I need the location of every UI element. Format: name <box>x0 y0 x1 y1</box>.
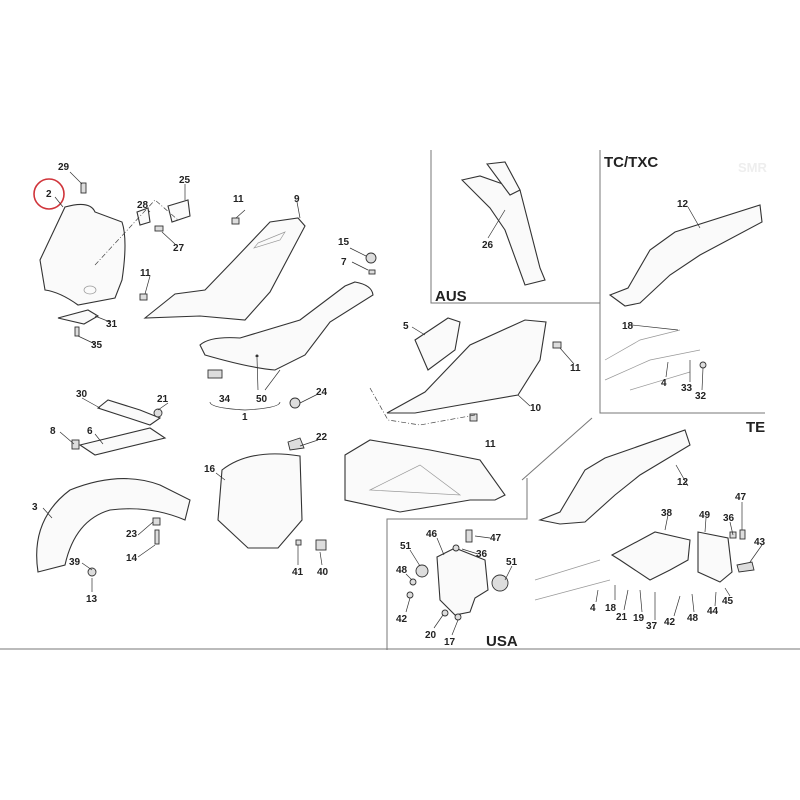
part-label[interactable]: 23 <box>126 529 138 540</box>
part-label[interactable]: 5 <box>403 321 409 332</box>
part-label[interactable]: 38 <box>661 508 673 519</box>
part-label[interactable]: 51 <box>400 541 412 552</box>
part-label[interactable]: 16 <box>204 464 216 475</box>
watermark: SMR <box>738 160 768 175</box>
part-label[interactable]: 15 <box>338 237 350 248</box>
part-label[interactable]: 18 <box>605 603 617 614</box>
highlight-circle <box>33 178 65 210</box>
part-label[interactable]: 48 <box>687 613 699 624</box>
part-label[interactable]: 7 <box>341 257 347 268</box>
part-label[interactable]: 11 <box>140 268 151 279</box>
part-label[interactable]: 49 <box>699 510 711 521</box>
part-label[interactable]: 8 <box>50 426 56 437</box>
section-label-usa: USA <box>486 633 518 650</box>
part-label[interactable]: 47 <box>490 533 502 544</box>
part-label[interactable]: 2 <box>46 189 52 200</box>
part-label[interactable]: 12 <box>677 477 689 488</box>
part-label[interactable]: 28 <box>137 200 149 211</box>
part-label[interactable]: 42 <box>396 614 408 625</box>
part-label[interactable]: 27 <box>173 243 185 254</box>
part-label[interactable]: 12 <box>677 199 689 210</box>
part-label[interactable]: 33 <box>681 383 693 394</box>
part-label[interactable]: 11 <box>570 363 581 374</box>
part-label[interactable]: 51 <box>506 557 518 568</box>
part-label[interactable]: 21 <box>157 394 169 405</box>
part-label[interactable]: 34 <box>219 394 231 405</box>
section-label-aus: AUS <box>435 288 467 305</box>
part-label[interactable]: 9 <box>294 194 300 205</box>
leader-lines <box>42 171 763 636</box>
part-label[interactable]: 35 <box>91 340 103 351</box>
part-label[interactable]: 46 <box>426 529 438 540</box>
part-label[interactable]: 43 <box>754 537 766 548</box>
part-label[interactable]: 14 <box>126 553 138 564</box>
part-label[interactable]: 11 <box>485 439 496 450</box>
part-label[interactable]: 18 <box>622 321 634 332</box>
part-label[interactable]: 4 <box>590 603 596 614</box>
part-label[interactable]: 39 <box>69 557 81 568</box>
part-label[interactable]: 42 <box>664 617 676 628</box>
part-label[interactable]: 47 <box>735 492 747 503</box>
part-label[interactable]: 44 <box>707 606 719 617</box>
part-label[interactable]: 50 <box>256 394 268 405</box>
part-label[interactable]: 24 <box>316 387 328 398</box>
number-plate-part[interactable] <box>33 178 126 306</box>
usa-plate-holder-part[interactable] <box>406 529 509 621</box>
part-label[interactable]: 4 <box>661 378 667 389</box>
part-label[interactable]: 32 <box>695 391 707 402</box>
part-label[interactable]: 40 <box>317 567 329 578</box>
part-label[interactable]: 22 <box>316 432 328 443</box>
part-label[interactable]: 6 <box>87 426 93 437</box>
te-rear-fender-part[interactable] <box>534 429 755 601</box>
part-label[interactable]: 45 <box>722 596 734 607</box>
part-label[interactable]: 17 <box>444 637 456 648</box>
part-label[interactable]: 41 <box>292 567 304 578</box>
part-label[interactable]: 19 <box>633 613 645 624</box>
part-label[interactable]: 30 <box>76 389 88 400</box>
section-frames <box>0 150 800 650</box>
right-side-panel-part[interactable] <box>344 317 562 513</box>
part-label[interactable]: 26 <box>482 240 494 251</box>
part-label[interactable]: 21 <box>616 612 628 623</box>
tc-txc-rear-fender-part[interactable] <box>604 204 763 391</box>
section-label-te: TE <box>746 419 765 436</box>
seat-part[interactable] <box>199 252 377 411</box>
part-label[interactable]: 25 <box>179 175 191 186</box>
headlight-mask-part[interactable] <box>217 397 327 551</box>
part-label[interactable]: 48 <box>396 565 408 576</box>
part-label[interactable]: 1 <box>242 412 248 423</box>
part-number-labels: 29 2 25 28 27 11 9 11 15 7 31 35 5 11 10… <box>32 162 766 648</box>
part-label[interactable]: 31 <box>106 319 118 330</box>
part-label[interactable]: 36 <box>723 513 735 524</box>
part-label[interactable]: 11 <box>233 194 244 205</box>
part-label[interactable]: 10 <box>530 403 542 414</box>
part-label[interactable]: 36 <box>476 549 488 560</box>
part-label[interactable]: 37 <box>646 621 658 632</box>
front-fender-part[interactable] <box>36 399 191 577</box>
hardware-front <box>57 182 191 337</box>
part-label[interactable]: 3 <box>32 502 38 513</box>
part-label[interactable]: 13 <box>86 594 98 605</box>
part-label[interactable]: 29 <box>58 162 70 173</box>
section-label-tc-txc: TC/TXC <box>604 154 658 171</box>
aus-rear-flap-part[interactable] <box>460 161 546 286</box>
part-label[interactable]: 20 <box>425 630 437 641</box>
side-panel-part[interactable] <box>139 217 306 321</box>
